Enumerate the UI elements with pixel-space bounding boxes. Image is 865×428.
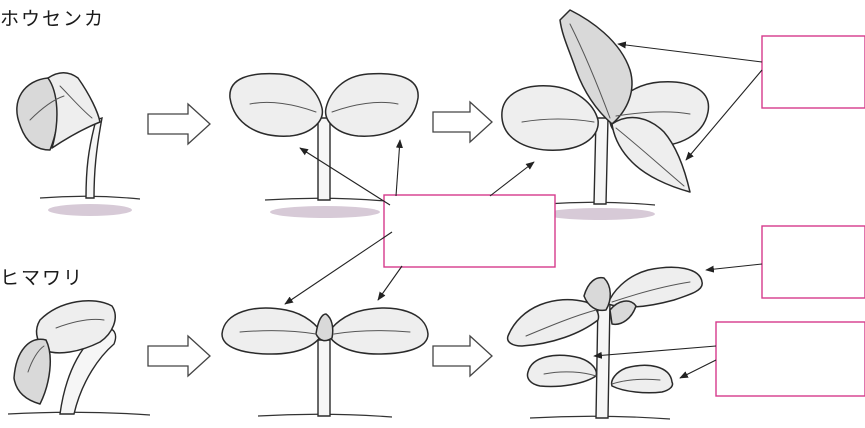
housenka-stage-3-true-leaves <box>501 9 710 220</box>
housenka-stage-1-sprout <box>16 72 141 216</box>
housenka-stage-2-cotyledons <box>229 72 419 218</box>
plant-label-housenka: ホウセンカ <box>0 8 106 30</box>
pointer-lines <box>284 41 763 379</box>
plant-label-himawari: ヒマワリ <box>0 267 85 289</box>
progression-arrow-2 <box>432 100 493 144</box>
answer-box-true-leaf-middle[interactable] <box>761 225 865 299</box>
progression-arrow-3 <box>147 334 211 378</box>
answer-box-cotyledon[interactable] <box>383 194 556 268</box>
answer-box-true-leaf-top[interactable] <box>761 35 865 109</box>
himawari-stage-3-true-leaves <box>506 266 703 420</box>
himawari-stage-2-cotyledons <box>221 307 429 418</box>
progression-arrow-1 <box>147 102 211 146</box>
answer-box-true-leaf-bottom[interactable] <box>715 321 865 397</box>
himawari-stage-1-sprout <box>7 300 151 416</box>
progression-arrow-4 <box>432 334 493 378</box>
